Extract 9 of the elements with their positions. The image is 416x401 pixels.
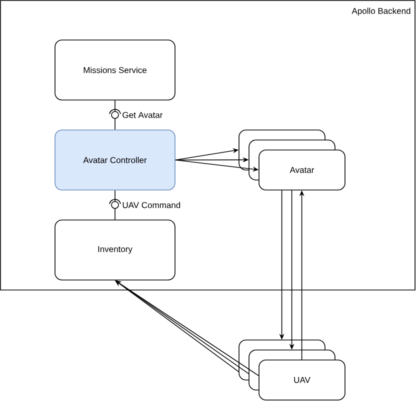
process-box: Missions Service: [54, 40, 176, 100]
interface-connector: [109, 190, 121, 220]
interface-connector: [109, 100, 121, 130]
edge-label: UAV Command: [122, 202, 180, 208]
stacked-box: UAV: [238, 340, 346, 400]
stacked-box: Avatar: [238, 130, 346, 190]
process-box: Avatar Controller: [54, 130, 176, 190]
edge-label: Get Avatar: [122, 112, 163, 118]
process-box: Inventory: [54, 220, 176, 280]
